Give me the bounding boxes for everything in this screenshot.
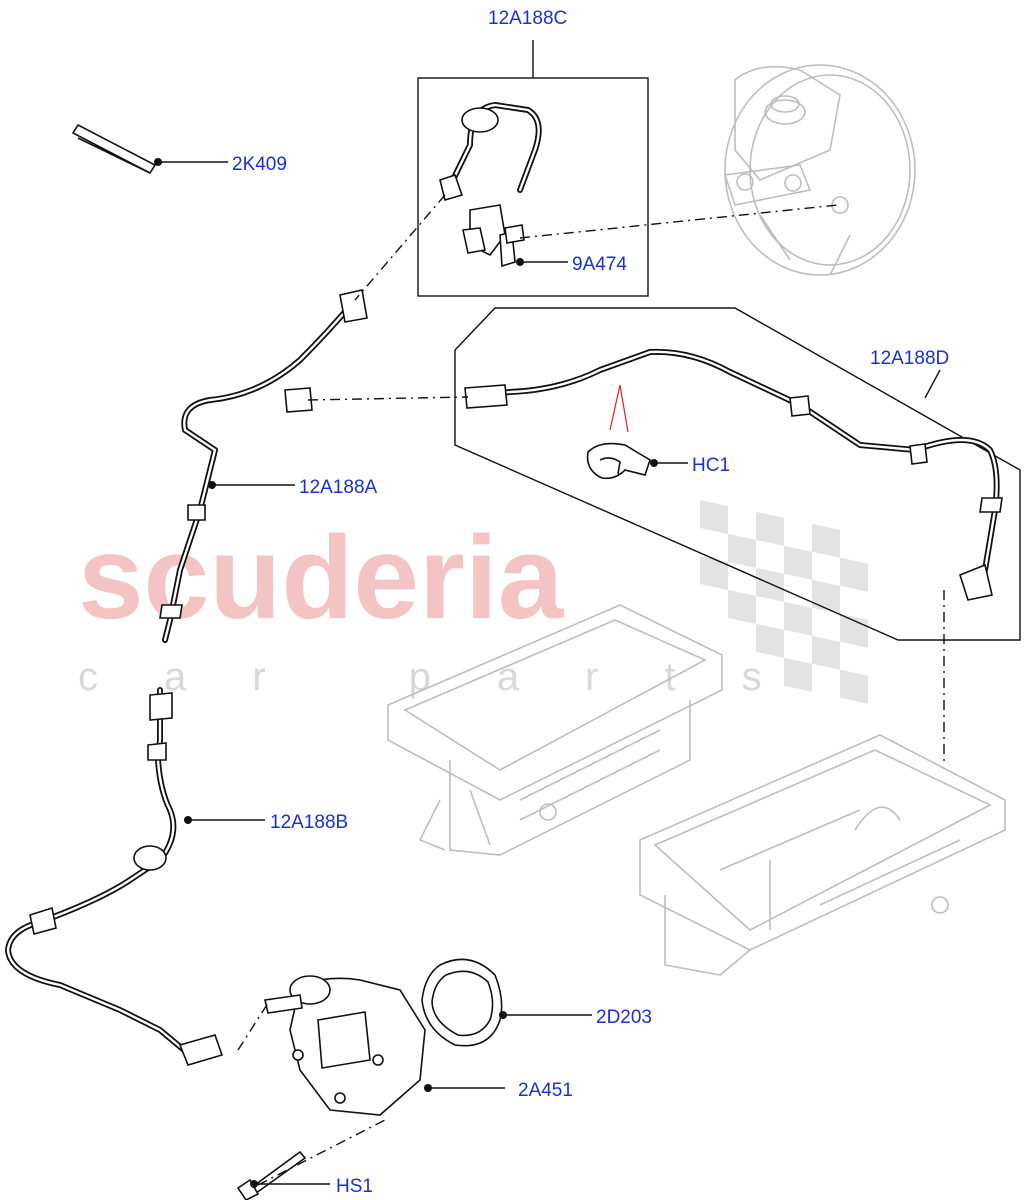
callout-2A451[interactable]: 2A451 — [518, 1080, 573, 1101]
callout-12A188D[interactable]: 12A188D — [870, 348, 949, 369]
callout-2K409[interactable]: 2K409 — [232, 154, 287, 175]
oil-pan-ghost-upper — [387, 604, 723, 856]
callout-12A188B[interactable]: 12A188B — [270, 812, 348, 833]
part-12A188D — [464, 348, 1003, 601]
callout-HC1[interactable]: HC1 — [692, 455, 730, 476]
part-HC1 — [586, 442, 651, 480]
callout-9A474[interactable]: 9A474 — [572, 254, 627, 275]
callout-2D203[interactable]: 2D203 — [596, 1007, 652, 1028]
oil-pan-ghost-lower — [639, 734, 1006, 976]
callout-HS1[interactable]: HS1 — [336, 1176, 373, 1197]
part-2K409 — [71, 123, 157, 175]
watermark-brand: scuderia — [78, 512, 565, 644]
part-2D203 — [421, 958, 503, 1047]
part-HS1 — [236, 1150, 307, 1200]
frame-12A188D — [454, 307, 1021, 641]
callout-12A188A[interactable]: 12A188A — [299, 477, 378, 498]
watermark: scuderia car parts — [78, 500, 868, 704]
part-9A474 — [462, 204, 525, 268]
connection-lines — [237, 194, 945, 1186]
part-2A451 — [264, 975, 426, 1116]
callout-leaders — [154, 158, 688, 1188]
part-12A188C — [439, 102, 542, 202]
part-12A188A-12A188B — [5, 289, 368, 1066]
callout-12A188C[interactable]: 12A188C — [488, 8, 567, 29]
brake-booster-ghost — [723, 64, 916, 276]
